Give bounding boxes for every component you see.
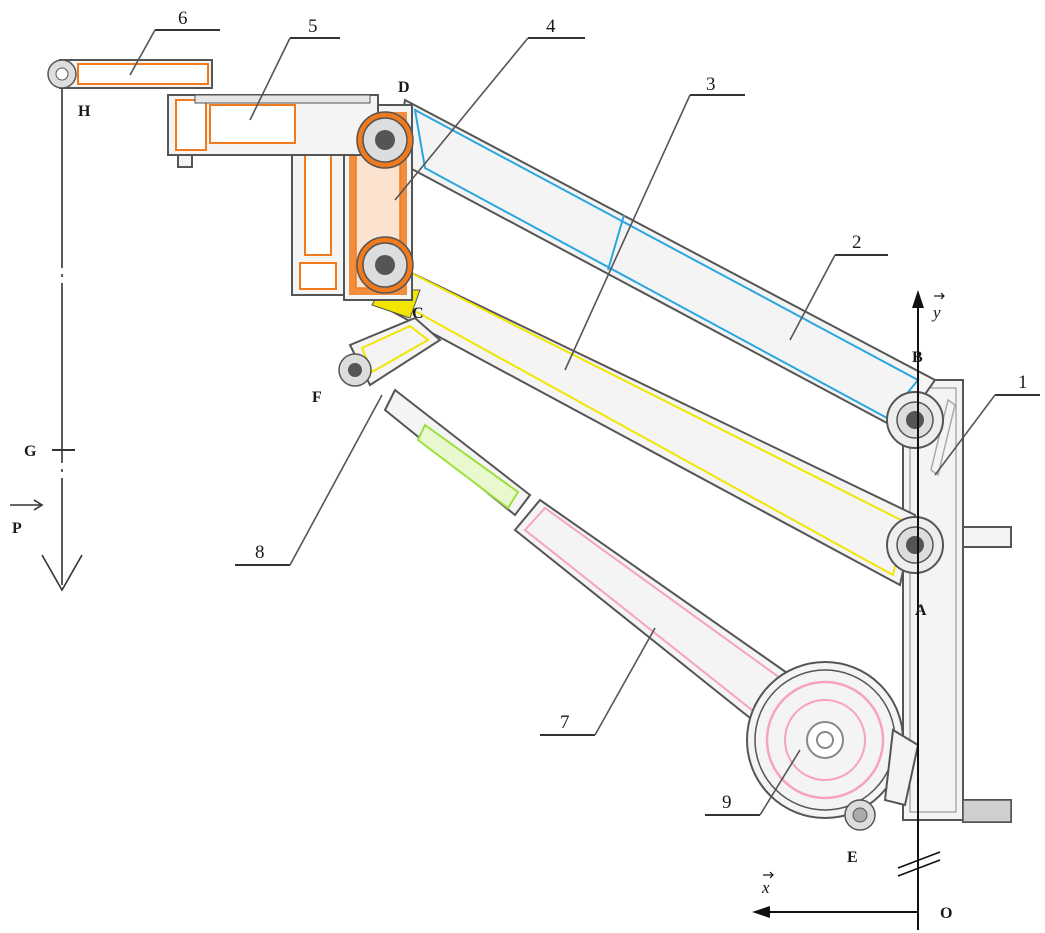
part-label-8: 8 (255, 542, 265, 563)
pin-d (356, 111, 414, 169)
part-label-2: 2 (852, 232, 862, 253)
point-label-f: F (312, 389, 322, 406)
axis-label-x: x (761, 878, 770, 897)
part-5-bracket (167, 94, 379, 168)
y-axis (912, 290, 924, 930)
point-label-h: H (78, 103, 91, 120)
point-label-g: G (24, 443, 37, 460)
part-label-1: 1 (1018, 372, 1028, 393)
part-label-6: 6 (178, 8, 188, 29)
joint-pins (47, 59, 944, 831)
force-label-p: P (12, 520, 22, 537)
pin-b (886, 391, 944, 449)
pin-a (886, 516, 944, 574)
part-6-top-beam (59, 59, 213, 89)
point-label-a: A (915, 602, 927, 619)
pin-h (47, 59, 77, 89)
part-label-3: 3 (706, 74, 716, 95)
pin-f (338, 353, 372, 387)
x-axis (752, 906, 918, 918)
part-label-4: 4 (546, 16, 556, 37)
leader-lines (129, 29, 1040, 816)
part-8-piston-rod (383, 388, 532, 517)
part-label-5: 5 (308, 16, 318, 37)
point-label-d: D (398, 79, 410, 96)
axis-arrow-glyphs (763, 292, 945, 879)
part-label-9: 9 (722, 792, 732, 813)
p-arrow (10, 499, 44, 511)
part-label-7: 7 (560, 712, 570, 733)
part-7-cylinder (513, 498, 792, 732)
axis-break-mark (897, 851, 941, 877)
axis-label-y: y (931, 303, 941, 322)
point-label-c: C (412, 305, 424, 322)
load-line (41, 88, 83, 592)
pin-c (356, 236, 414, 294)
point-label-o: O (940, 905, 952, 922)
point-label-b: B (912, 349, 923, 366)
point-label-e: E (847, 849, 858, 866)
part-9-drum (746, 661, 920, 819)
pin-e (844, 799, 876, 831)
part-3-lower-arm (371, 263, 917, 587)
